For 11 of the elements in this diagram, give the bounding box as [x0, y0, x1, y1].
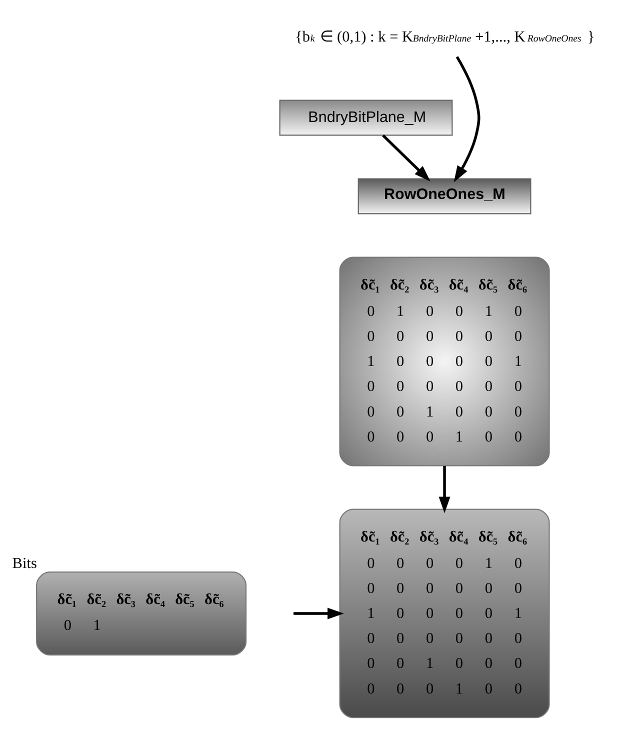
node-box: RowOneOnes_M — [358, 178, 532, 214]
node-label: Bits — [12, 554, 37, 572]
arrow — [438, 466, 450, 513]
node-box: δc̃₁ δc̃₂ δc̃₃ δc̃₄ δc̃₅ δc̃₆ 0 1 — [36, 570, 247, 655]
arrow — [454, 56, 480, 182]
node-box: δc̃₁ δc̃₂ δc̃₃ δc̃₄ δc̃₅ δc̃₆ 0 0 0 0 1 0 0 0 0 0 0 0 1 0 0 0 0 1 0 0 0 0 0 0 0 0 1 0 0 0 0 0 0 1 0 0 — [339, 508, 550, 718]
node-text: {bk ∈ (0,1) : k = KBndryBitPlane +1,..., KRowOneOnes } — [295, 28, 595, 46]
arrow — [382, 134, 430, 181]
node-box: BndryBitPlane_M — [279, 99, 453, 136]
node-box: δc̃₁ δc̃₂ δc̃₃ δc̃₄ δc̃₅ δc̃₆ 0 1 0 0 1 0 0 0 0 0 0 0 1 0 0 0 0 1 0 0 0 0 0 0 0 0 1 0 0 0 0 0 0 1 0 0 — [339, 256, 550, 466]
arrow — [294, 607, 344, 619]
